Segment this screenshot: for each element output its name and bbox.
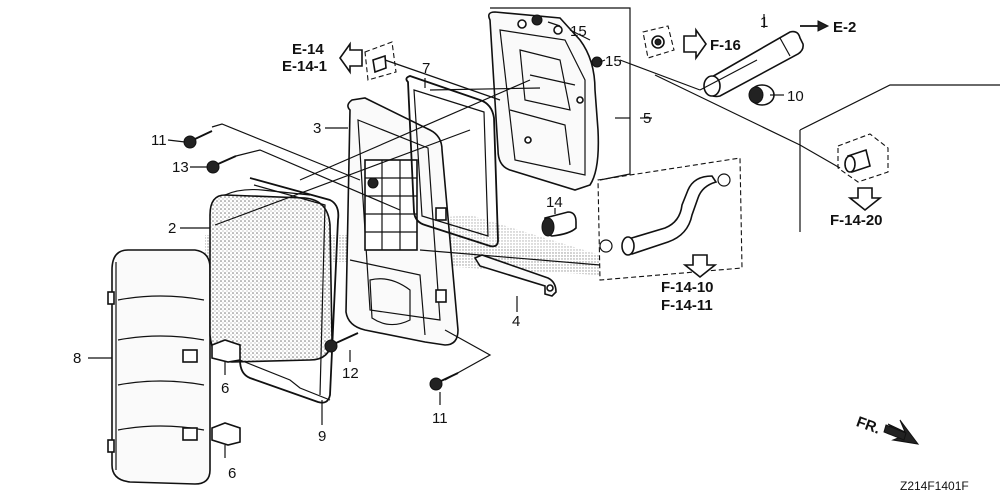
- f16-reference-piece: [642, 25, 675, 59]
- callout-10: 10: [787, 88, 804, 105]
- bolt-13: [206, 155, 237, 174]
- ref-f16: F-16: [710, 37, 741, 54]
- ref-f14-10: F-14-10: [661, 279, 714, 296]
- part-8-air-cleaner-cover: [107, 249, 211, 485]
- callout-6-upper: 6: [221, 380, 229, 397]
- arrow-f14-10-icon: [682, 254, 718, 279]
- part-14-short-hose: [541, 211, 577, 237]
- bolt-11-upper: [183, 130, 213, 149]
- callout-9: 9: [318, 428, 326, 445]
- part-3-element-case: [345, 97, 459, 346]
- part-5-air-cleaner-housing: [488, 11, 600, 191]
- arrow-f14-20-icon: [847, 187, 883, 212]
- callout-5: 5: [643, 110, 651, 127]
- callout-1: 1: [760, 14, 768, 31]
- ref-f14-11: F-14-11: [661, 297, 713, 314]
- callout-11-upper: 11: [151, 132, 167, 149]
- arrow-e14-icon: [339, 41, 363, 75]
- arrow-f16-icon: [683, 27, 707, 61]
- callout-14: 14: [546, 194, 563, 211]
- f14-20-panel: [799, 84, 1000, 232]
- part-7-gasket: [405, 75, 499, 248]
- part-2-foam-element: [209, 188, 333, 363]
- breather-hose-group: [597, 157, 743, 281]
- part-10-grommet: [748, 84, 775, 106]
- ref-e14: E-14: [292, 41, 324, 58]
- diagram-code: Z214F1401F: [900, 479, 969, 493]
- bolt-12: [324, 332, 359, 353]
- e14-reference-piece: [364, 41, 397, 81]
- part-6-clips: [211, 339, 241, 446]
- ref-e14-1: E-14-1: [282, 58, 327, 75]
- part-4-stay: [473, 254, 557, 297]
- callout-3: 3: [313, 120, 321, 137]
- grid-window: [364, 159, 418, 251]
- arrows: [339, 20, 920, 445]
- callout-labels: 1 2 3 4 5 6 6 7 8 9 10 11 11 12 13 14 15…: [73, 14, 804, 482]
- callout-15-lower: 15: [605, 53, 622, 70]
- part-15-bolts: [531, 14, 603, 68]
- callout-13: 13: [172, 159, 189, 176]
- callout-6-lower: 6: [228, 465, 236, 482]
- callout-7: 7: [422, 60, 430, 77]
- callout-4: 4: [512, 313, 520, 330]
- front-direction-label: FR.: [854, 413, 883, 437]
- ref-e2: E-2: [833, 19, 856, 36]
- callout-2: 2: [168, 220, 176, 237]
- callout-8: 8: [73, 350, 81, 367]
- ref-f14-20: F-14-20: [830, 212, 883, 229]
- reference-labels: E-14 E-14-1 F-16 E-2 F-14-20 F-14-10 F-1…: [282, 19, 883, 314]
- callout-15-upper: 15: [570, 23, 587, 40]
- callout-12: 12: [342, 365, 359, 382]
- part-9-gasket: [239, 177, 340, 404]
- callout-11-lower: 11: [432, 410, 448, 427]
- leader-lines: [88, 7, 841, 458]
